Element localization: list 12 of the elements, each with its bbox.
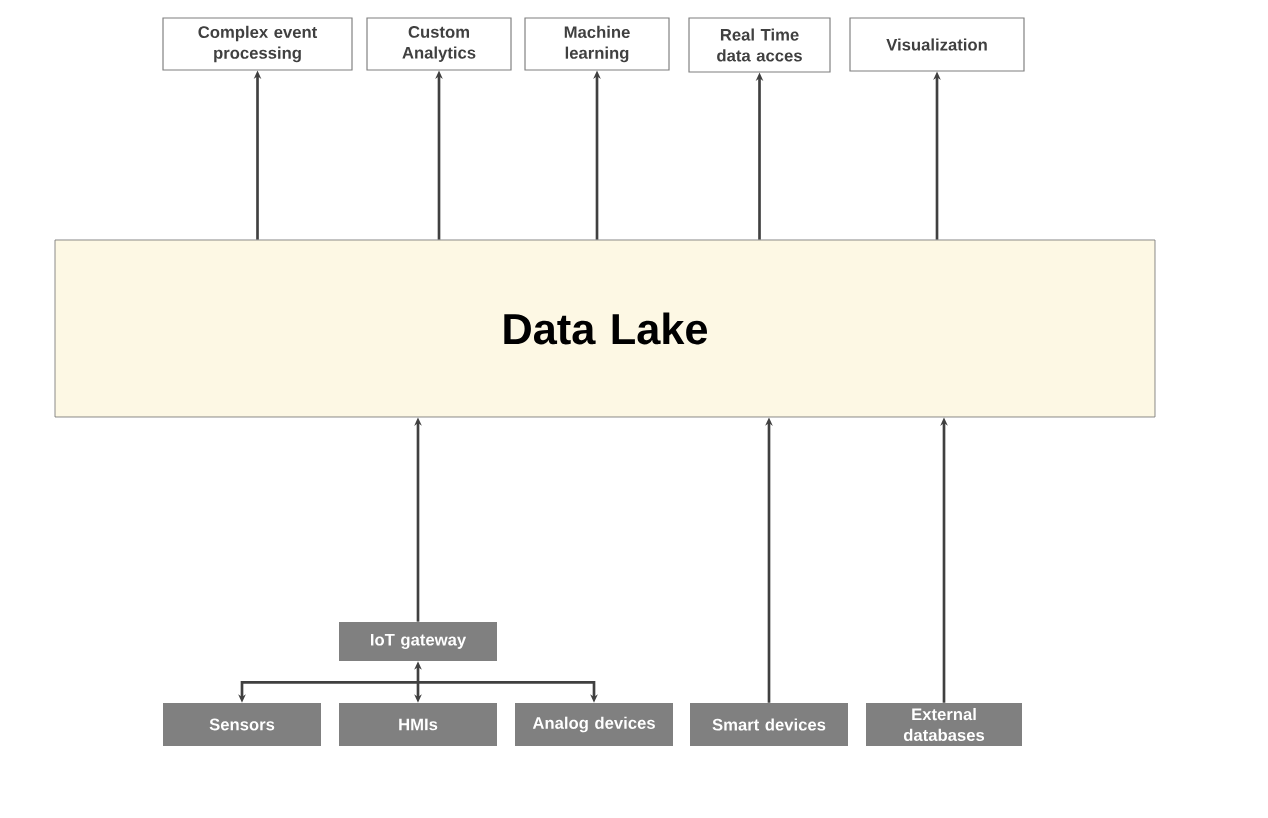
source-box: Smart devices (690, 703, 848, 746)
data-lake-box: Data Lake (54, 239, 1156, 418)
output-box: Machine learning (524, 17, 670, 71)
source-box: External databases (866, 703, 1022, 746)
output-box: Custom Analytics (366, 17, 512, 71)
source-box: IoT gateway (339, 622, 497, 661)
output-box: Visualization (849, 17, 1025, 72)
output-box: Complex event processing (162, 17, 353, 71)
source-box: Analog devices (515, 703, 673, 746)
source-box: Sensors (163, 703, 321, 746)
output-box: Real Time data acces (688, 17, 831, 73)
source-box: HMIs (339, 703, 497, 746)
